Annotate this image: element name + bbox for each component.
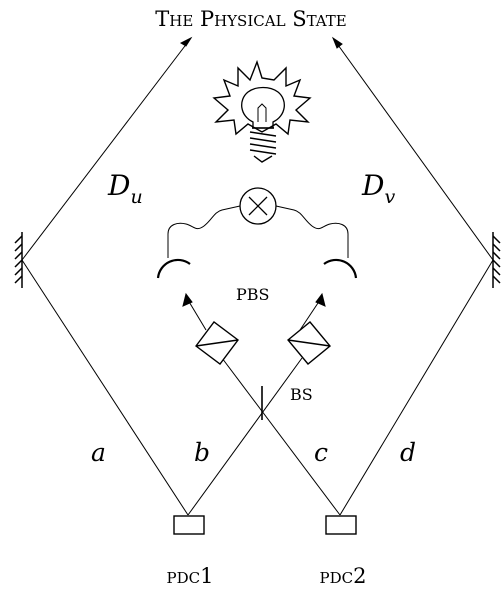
mirror-right-icon [492,232,501,288]
pbs-right-icon [287,321,331,365]
diagram-title: The Physical State [155,7,347,31]
path-label-a: a [91,438,106,467]
path-label-c: c [314,438,328,467]
mirror-left-icon [14,232,23,288]
detector-v-icon [323,258,358,279]
detector-u-icon [156,258,191,279]
detector-u-label: Du [107,169,143,208]
path-label-b: b [194,438,210,467]
beam-path-c [221,357,341,516]
pdc1-label: pdc1 [167,564,214,588]
beam-path-a [21,36,193,516]
pdc2-source-icon [325,515,357,535]
path-label-d: d [400,438,416,467]
pbs-left-icon [195,321,239,365]
pdc1-source-icon [173,515,205,535]
pbs-label: PBS [236,285,269,304]
light-bulb-icon [212,59,312,163]
coincidence-counter-icon [239,187,277,225]
beam-path-d [331,36,494,516]
bs-label: BS [290,385,313,404]
arrow-to-du [182,292,207,331]
detector-v-label: Dv [361,169,395,208]
pdc2-label: pdc2 [320,564,367,588]
arrow-to-dv [299,292,326,331]
detector-wires [167,205,349,258]
beam-path-b [187,357,303,516]
